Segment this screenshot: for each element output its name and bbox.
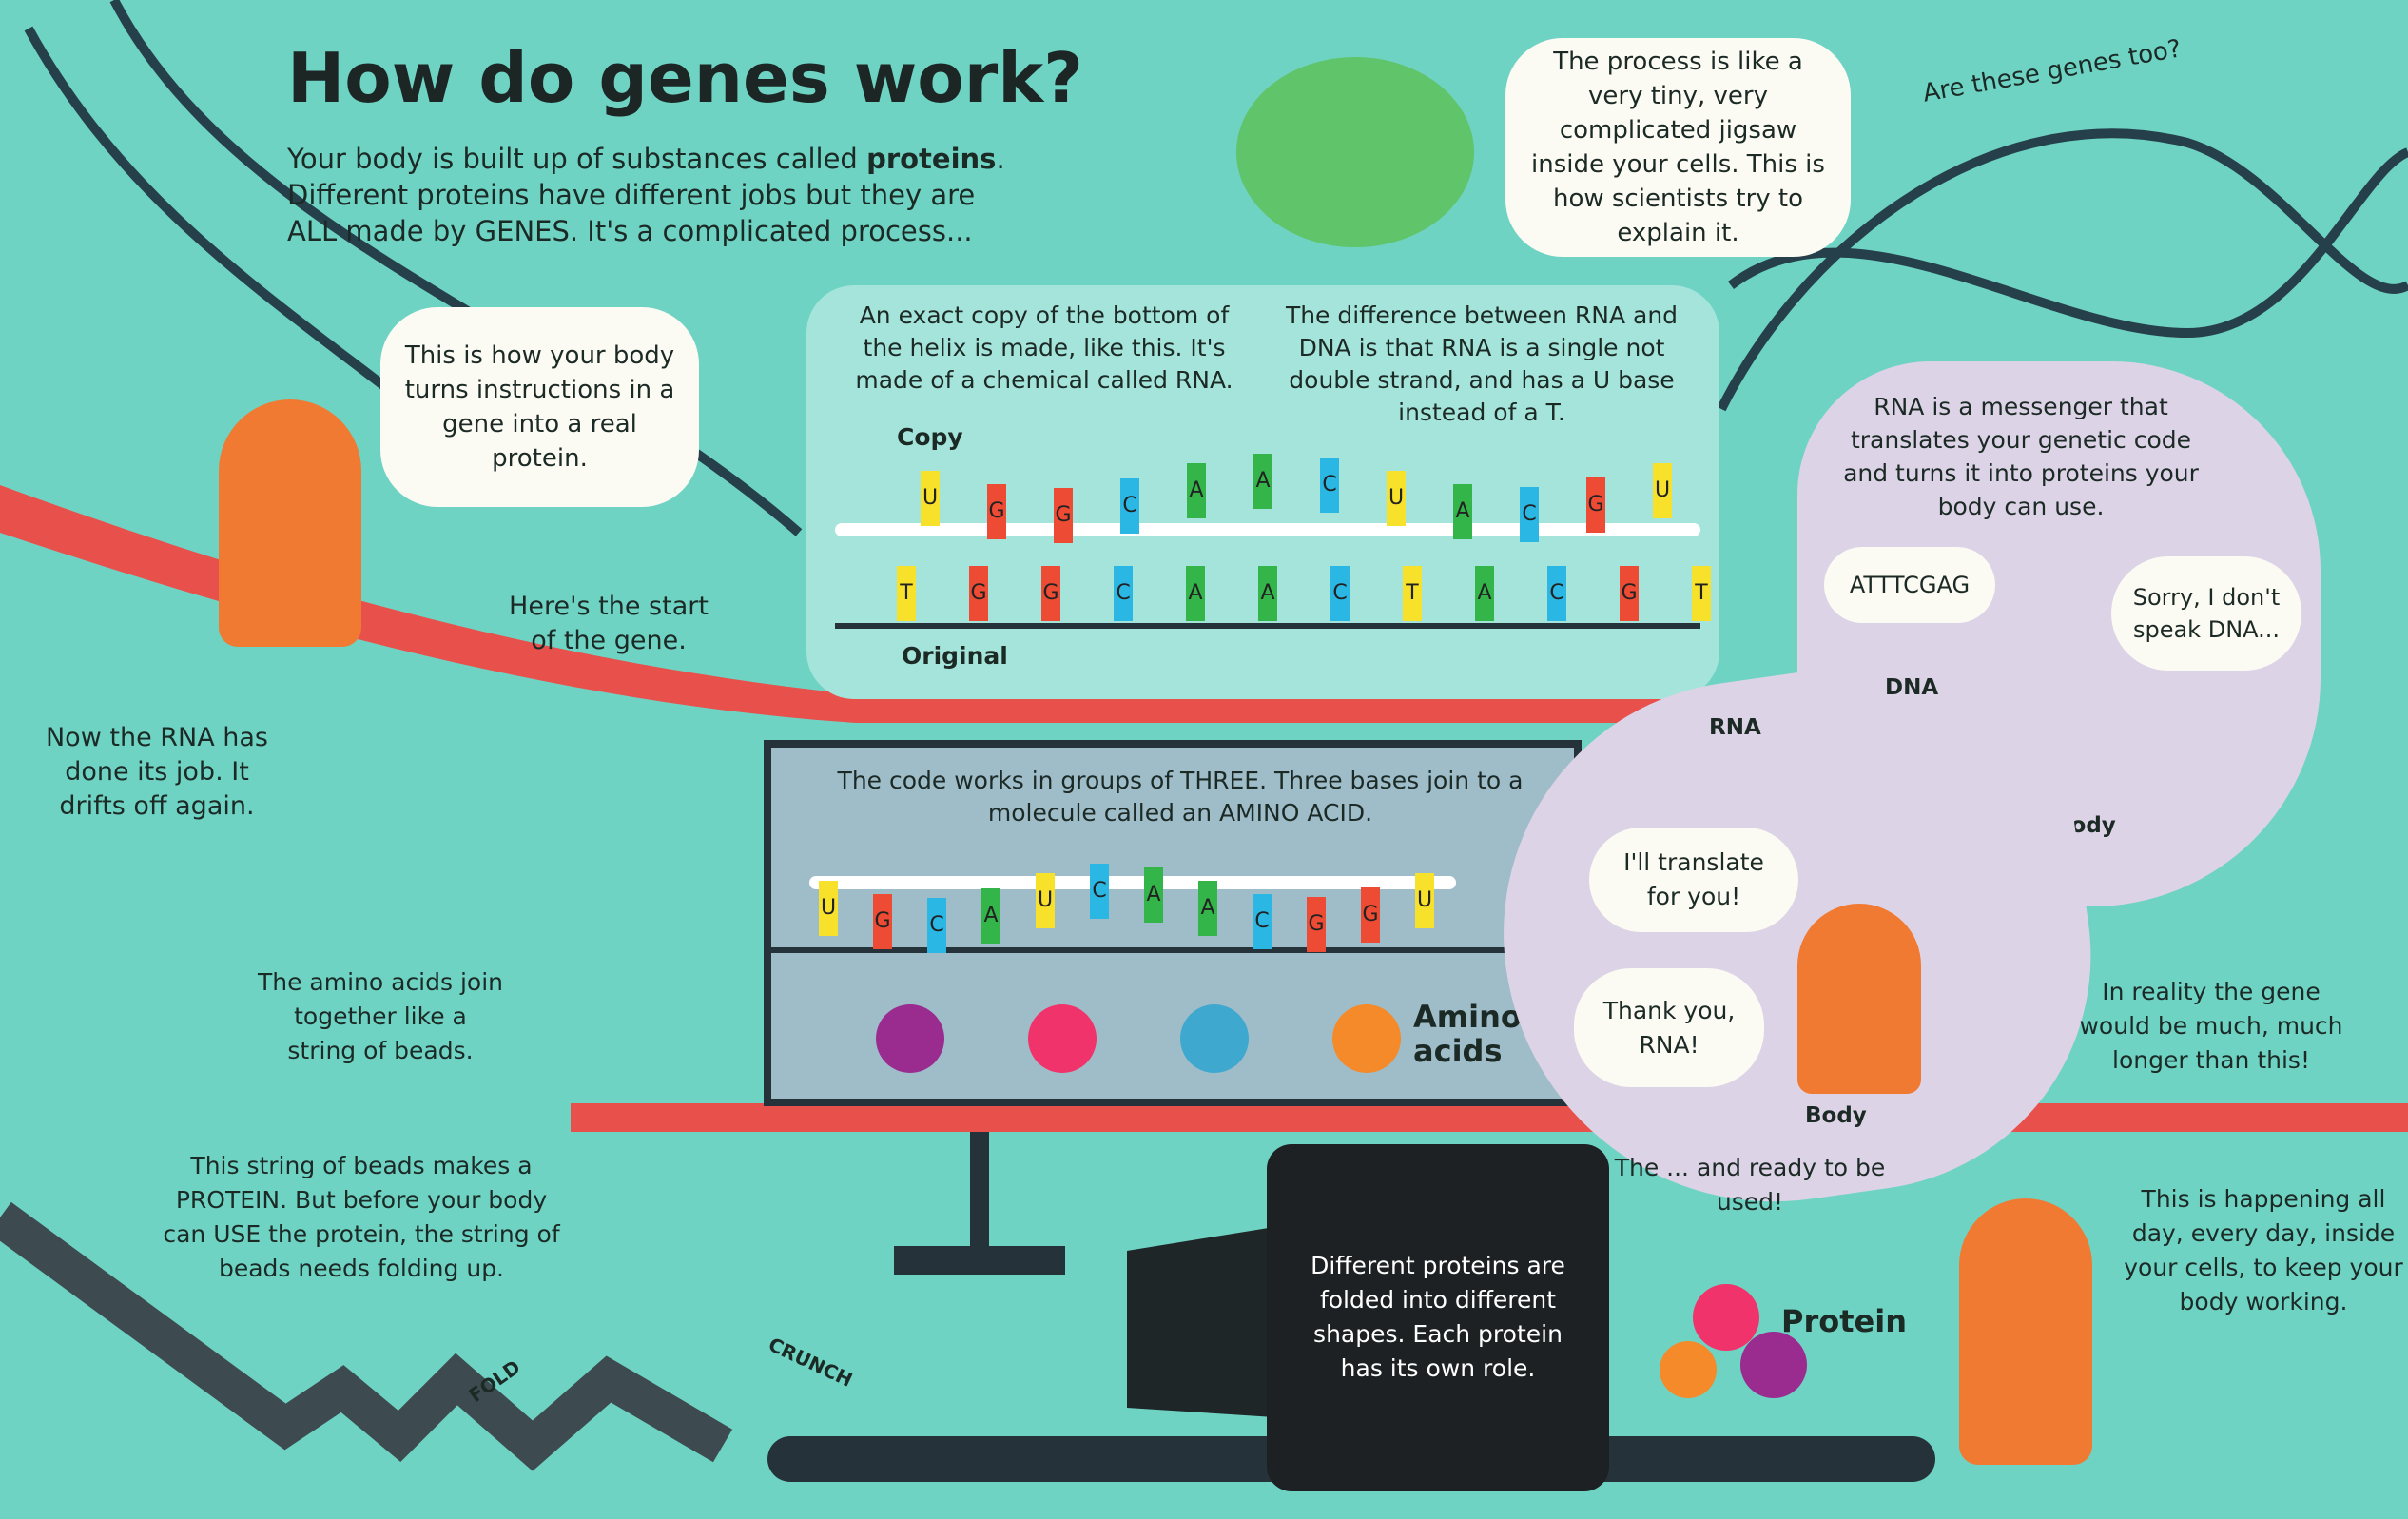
intro-text: Your body is built up of substances call… [287, 143, 1005, 247]
panel-right-text: The difference between RNA and DNA is th… [1285, 302, 1679, 426]
copy-label: Copy [897, 423, 963, 451]
body-character [1797, 904, 1921, 1094]
amino-acids-label: Amino acids [1413, 999, 1522, 1069]
reality-text: In reality the gene would be much, much … [2079, 978, 2343, 1074]
base-C: C [1120, 477, 1139, 534]
dna-helix-right [1717, 128, 2408, 412]
press-rod [970, 1132, 989, 1246]
base-G: G [873, 894, 892, 950]
base-C: C [1114, 566, 1133, 621]
base-A: A [1475, 566, 1494, 621]
protein-bead [1740, 1332, 1807, 1398]
thanks-bubble: Thank you, RNA! [1574, 968, 1764, 1087]
dna-strand [835, 623, 1700, 629]
base-C: C [1320, 458, 1339, 514]
base-A: A [1253, 454, 1272, 510]
machine-divider [771, 947, 1575, 953]
base-A: A [1258, 566, 1277, 621]
panel-left-text: An exact copy of the bottom of the helix… [855, 302, 1233, 394]
base-A: A [1187, 463, 1206, 519]
atttcgag-bubble: ATTTCGAG [1824, 547, 1995, 623]
rna-copy-panel: An exact copy of the bottom of the helix… [806, 285, 1719, 699]
base-U: U [1036, 873, 1055, 929]
base-C: C [1547, 566, 1566, 621]
code-groups-text: The code works in groups of THREE. Three… [837, 767, 1524, 827]
folded-text: Different proteins are folded into diffe… [1311, 1252, 1565, 1382]
base-G: G [1307, 897, 1326, 953]
translation-machine: The code works in groups of THREE. Three… [764, 740, 1582, 1106]
base-G: G [1054, 487, 1073, 543]
base-U: U [1653, 462, 1672, 518]
rna-done-text: Now the RNA has done its job. It drifts … [45, 723, 268, 821]
press [894, 1246, 1065, 1275]
base-A: A [981, 887, 1000, 944]
happening-text: This is happening all day, every day, in… [2124, 1185, 2403, 1315]
join-text: The amino acids join together like a str… [257, 968, 504, 1064]
red-band-middle [571, 1103, 2408, 1132]
base-U: U [1415, 872, 1434, 928]
base-U: U [921, 471, 940, 526]
amino-acid-bead [1332, 1004, 1401, 1073]
base-G: G [1586, 477, 1605, 534]
codon-strand [809, 876, 1456, 889]
original-label: Original [902, 642, 1008, 670]
base-T: T [1403, 566, 1422, 621]
base-C: C [1253, 894, 1272, 950]
string-text: This string of beads makes a PROTEIN. Bu… [163, 1152, 560, 1282]
protein-bead [1693, 1284, 1759, 1351]
base-G: G [1620, 566, 1639, 621]
base-T: T [1692, 566, 1711, 621]
sorry-bubble: Sorry, I don't speak DNA... [2111, 556, 2301, 671]
base-C: C [927, 897, 946, 953]
messenger-text: RNA is a messenger that translates your … [1843, 393, 2199, 520]
protein-bead [1660, 1341, 1717, 1398]
amino-acid-bead [1180, 1004, 1249, 1073]
protein-label: Protein [1781, 1303, 1907, 1339]
ready-text: The ... and ready to be used! [1614, 1154, 1886, 1216]
rna-label: RNA [1709, 715, 1761, 740]
funnel [1127, 1227, 1274, 1417]
rna-strand [835, 523, 1700, 536]
page-title: How do genes work? [287, 38, 1083, 118]
folding-conveyor [0, 1201, 733, 1471]
how-bubble: This is how your body turns instructions… [380, 307, 699, 507]
base-G: G [987, 484, 1006, 540]
base-A: A [1144, 867, 1163, 924]
base-U: U [819, 881, 838, 936]
base-T: T [897, 566, 916, 621]
scientist-character [1236, 57, 1474, 247]
base-A: A [1453, 484, 1472, 540]
orange-character [219, 399, 361, 647]
amino-acid-bead [1028, 1004, 1097, 1073]
start-gene-label: Here's the start of the gene. [509, 592, 709, 655]
translate-bubble: I'll translate for you! [1589, 828, 1798, 932]
base-A: A [1186, 566, 1205, 621]
base-C: C [1330, 566, 1350, 621]
folded-box: Different proteins are folded into diffe… [1267, 1144, 1609, 1491]
base-C: C [1520, 487, 1539, 543]
amino-acid-bead [876, 1004, 944, 1073]
base-G: G [969, 566, 988, 621]
base-A: A [1198, 881, 1217, 937]
body-label-2: Body [1805, 1103, 1867, 1128]
scientist-bubble: The process is like a very tiny, very co… [1505, 38, 1851, 257]
base-G: G [1361, 887, 1380, 944]
dna-label: DNA [1885, 675, 1939, 700]
base-G: G [1041, 566, 1060, 621]
base-C: C [1090, 864, 1109, 920]
base-U: U [1387, 471, 1406, 527]
happy-character [1959, 1198, 2092, 1465]
